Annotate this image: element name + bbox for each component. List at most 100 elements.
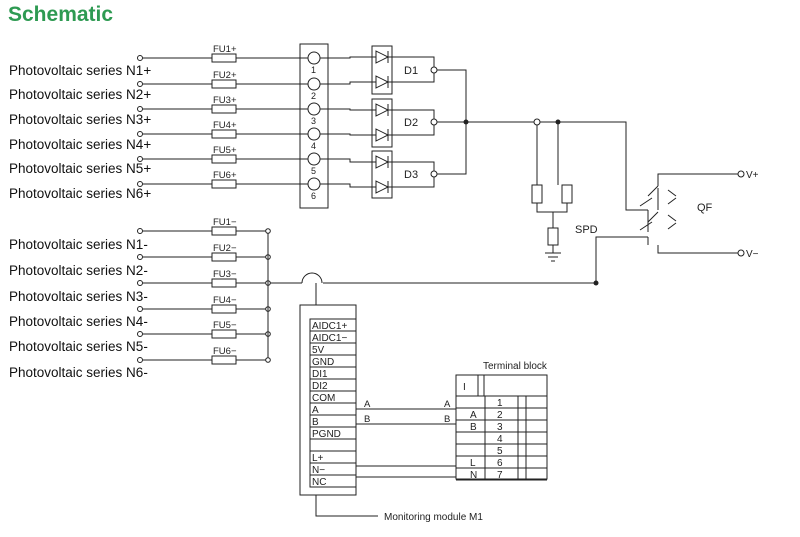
diode-bar xyxy=(372,51,392,63)
diode-box-d1 xyxy=(371,45,393,95)
pv-minus-label: Photovoltaic series N2- xyxy=(9,263,148,278)
terminal-number: 1 xyxy=(311,65,316,75)
diode-bar xyxy=(372,181,392,193)
fuse-label: FU2+ xyxy=(213,70,237,81)
terminal-row-mark: A xyxy=(470,410,477,421)
bus-b-right-label: B xyxy=(444,414,450,425)
fuse-label: FU4+ xyxy=(213,120,237,131)
terminal-row-number: 5 xyxy=(497,446,503,457)
pv-plus-label: Photovoltaic series N6+ xyxy=(9,186,152,201)
fuse-icon xyxy=(211,355,237,365)
input-terminal xyxy=(137,357,143,363)
pv-plus-label: Photovoltaic series N5+ xyxy=(9,161,152,176)
vplus-terminal xyxy=(737,170,745,178)
negative-output-bus xyxy=(323,236,648,284)
strip-terminal xyxy=(307,102,321,116)
module-pin-label: COM xyxy=(312,393,335,404)
module-leader xyxy=(315,495,378,517)
diode-bar xyxy=(372,76,392,88)
terminal-row-mark: N xyxy=(470,470,477,481)
pv-minus-label: Photovoltaic series N5- xyxy=(9,339,148,354)
d3-terminal xyxy=(430,170,438,178)
module-pin-label: N− xyxy=(312,465,325,476)
input-terminal xyxy=(137,106,143,112)
pv-plus-label: Photovoltaic series N2+ xyxy=(9,87,152,102)
pv-plus-label: Photovoltaic series N1+ xyxy=(9,63,152,78)
diagram-title: Schematic xyxy=(8,3,114,26)
strip-to-diode-wire xyxy=(320,158,372,163)
strip-terminal xyxy=(307,77,321,91)
fuse-icon xyxy=(211,53,237,63)
pv-minus-label: Photovoltaic series N4- xyxy=(9,314,148,329)
breaker-contacts xyxy=(647,185,659,223)
spd-label: SPD xyxy=(575,224,598,236)
input-terminal xyxy=(137,156,143,162)
strip-to-diode-wire xyxy=(320,183,372,188)
input-terminal xyxy=(137,331,143,337)
bus-node xyxy=(265,228,271,234)
module-pin-label: 5V xyxy=(312,345,325,356)
strip-terminal xyxy=(307,51,321,65)
negative-junction xyxy=(593,280,599,286)
terminal-columns xyxy=(484,396,527,479)
strip-to-diode-wire xyxy=(320,56,372,59)
strip-to-diode-wire xyxy=(320,81,372,85)
bus-a-left-label: A xyxy=(364,399,371,410)
module-pin-label: DI2 xyxy=(312,381,328,392)
diode-box-d2 xyxy=(371,98,393,148)
pv-minus-label: Photovoltaic series N3- xyxy=(9,289,148,304)
terminal-row-mark: L xyxy=(470,458,476,469)
strip-terminal xyxy=(307,127,321,141)
strip-terminal xyxy=(307,152,321,166)
fuse-icon xyxy=(211,329,237,339)
pv-minus-label: Photovoltaic series N6- xyxy=(9,365,148,380)
diode-label: D3 xyxy=(404,169,418,181)
breaker-frame xyxy=(647,188,659,245)
input-terminal xyxy=(137,254,143,260)
terminal-row-number: 1 xyxy=(497,398,503,409)
terminal-number: 5 xyxy=(311,166,316,176)
terminal-row-number: 7 xyxy=(497,470,503,481)
vminus-line xyxy=(657,245,738,254)
fuse-label: FU1+ xyxy=(213,44,237,55)
fuse-icon xyxy=(211,129,237,139)
strip-to-diode-wire xyxy=(320,133,372,136)
d2-terminal xyxy=(430,118,438,126)
fuse-label: FU2− xyxy=(213,243,237,254)
fuse-label: FU5− xyxy=(213,320,237,331)
diode-label: D1 xyxy=(404,65,418,77)
diode-box-d3 xyxy=(371,150,393,199)
input-terminal xyxy=(137,280,143,286)
fuse-icon xyxy=(211,104,237,114)
module-pin-label: GND xyxy=(312,357,334,368)
terminal-number: 3 xyxy=(311,116,316,126)
pv-plus-label: Photovoltaic series N4+ xyxy=(9,137,152,152)
bus-node xyxy=(265,357,271,363)
diode-bar xyxy=(372,129,392,141)
module-pin-label: AIDC1− xyxy=(312,333,347,344)
terminal-row-number: 4 xyxy=(497,434,503,445)
module-pin-label: A xyxy=(312,405,319,416)
terminal-number: 2 xyxy=(311,91,316,101)
terminal-number: 6 xyxy=(311,191,316,201)
pv-plus-label: Photovoltaic series N3+ xyxy=(9,112,152,127)
fuse-label: FU4− xyxy=(213,295,237,306)
input-terminal xyxy=(137,55,143,61)
fuse-icon xyxy=(211,304,237,314)
breaker-mechanism xyxy=(639,197,653,231)
fuse-label: FU3− xyxy=(213,269,237,280)
fuse-icon xyxy=(211,154,237,164)
strip-to-diode-wire xyxy=(320,108,372,111)
wire-crossover xyxy=(301,272,323,284)
spd-common xyxy=(536,203,568,213)
fuse-icon xyxy=(211,226,237,236)
terminal-row-number: 3 xyxy=(497,422,503,433)
bus-b-left-label: B xyxy=(364,414,370,425)
input-terminal xyxy=(137,306,143,312)
diode-label: D2 xyxy=(404,117,418,129)
fuse-label: FU1− xyxy=(213,217,237,228)
generated-elements: FU1+1FU2+2FU3+3FU4+4FU5+5FU6+6D1D2D3FU1−… xyxy=(137,44,759,523)
module-pin-label: AIDC1+ xyxy=(312,321,347,332)
fuse-icon xyxy=(211,179,237,189)
